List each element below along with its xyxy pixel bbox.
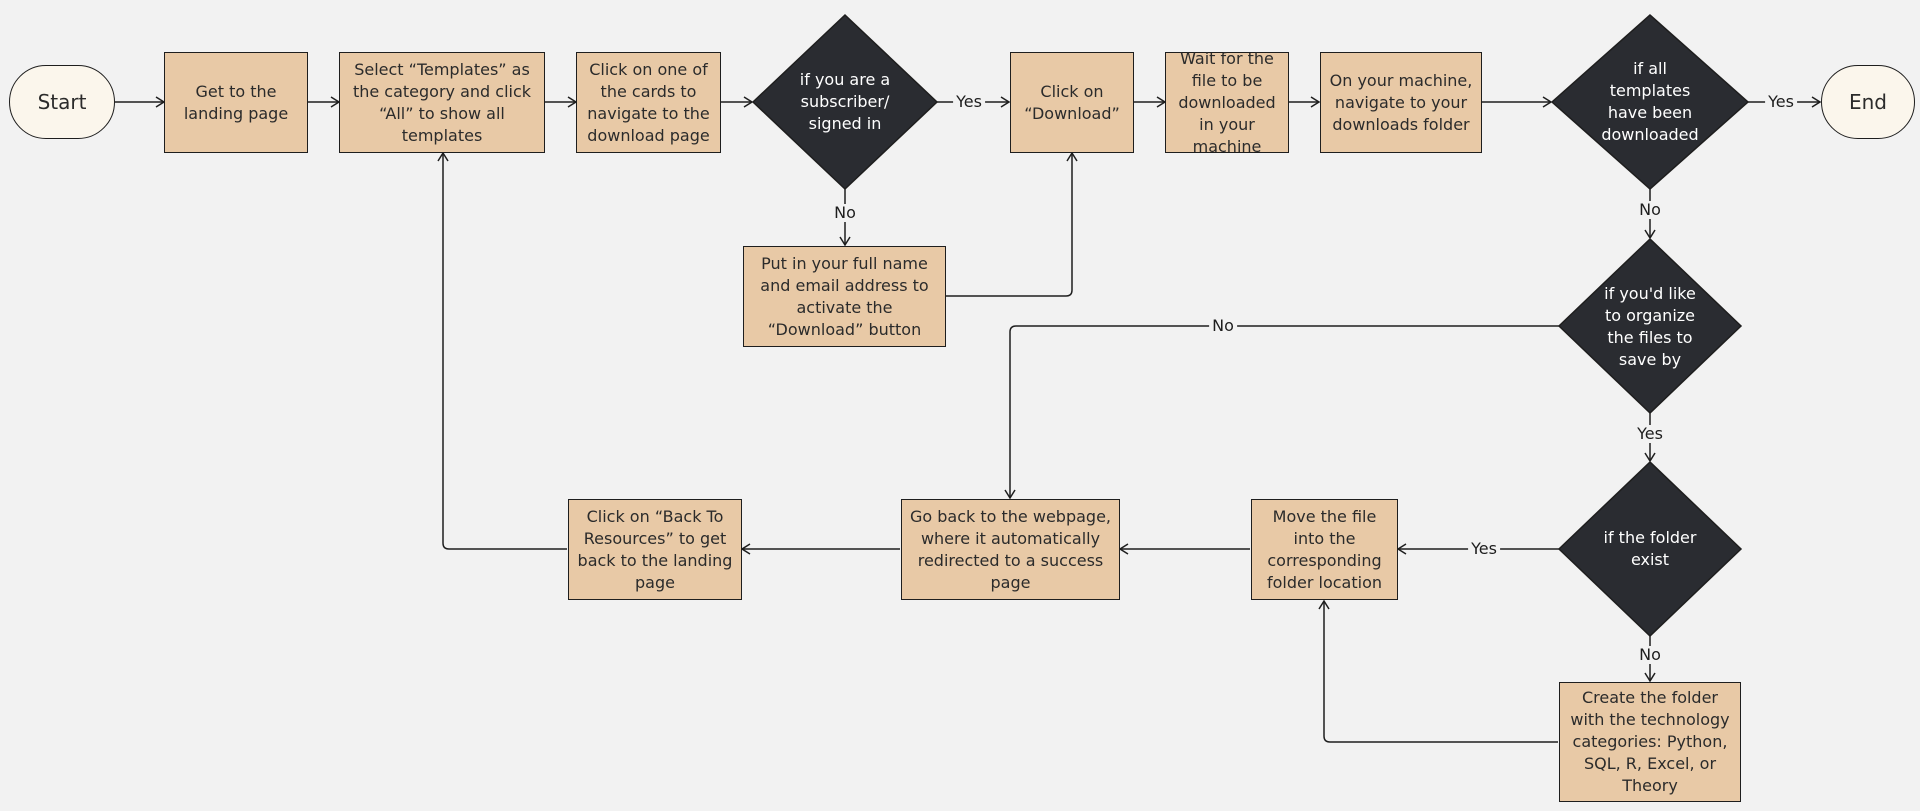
decision-all-downloaded-label: if all templates have been downloaded	[1601, 59, 1699, 144]
edge-label-folder-yes: Yes	[1468, 540, 1500, 558]
process-wait: Wait for the file to be downloaded in yo…	[1165, 49, 1289, 156]
decision-folder-exist-label: if the folder exist	[1603, 528, 1697, 569]
edge-label-organize-yes: Yes	[1634, 425, 1666, 443]
end-label: End	[1848, 90, 1887, 114]
edge-label-all-yes: Yes	[1765, 93, 1797, 111]
edge-label-all-no: No	[1636, 201, 1664, 219]
process-download: Click on “Download”	[1010, 52, 1134, 153]
edge-label-folder-no: No	[1636, 646, 1664, 664]
end-terminal: End	[1821, 65, 1915, 139]
process-go-back: Go back to the webpage, where it automat…	[901, 499, 1120, 600]
edge-create-move	[1318, 599, 1558, 743]
edge-organize-goback-no	[1004, 325, 1559, 500]
decision-subscriber-label: if you are a subscriber/ signed in	[799, 70, 891, 133]
start-label: Start	[37, 90, 87, 114]
process-move-file: Move the file into the corresponding fol…	[1251, 499, 1398, 600]
process-back-resources: Click on “Back To Resources” to get back…	[568, 499, 742, 600]
process-templates: Select “Templates” as the category and c…	[339, 52, 545, 153]
process-landing: Get to the landing page	[164, 52, 308, 153]
process-create-folder: Create the folder with the technology ca…	[1559, 682, 1741, 802]
edge-label-subscriber-yes: Yes	[953, 93, 985, 111]
start-terminal: Start	[9, 65, 115, 139]
edge-backresources-templates	[437, 151, 567, 550]
process-name-email: Put in your full name and email address …	[743, 246, 946, 347]
edge-label-organize-no: No	[1209, 317, 1237, 335]
process-navigate: On your machine, navigate to your downlo…	[1320, 52, 1482, 153]
edge-nameemail-download	[946, 151, 1078, 297]
process-cards: Click on one of the cards to navigate to…	[576, 52, 721, 153]
edge-label-subscriber-no: No	[831, 204, 859, 222]
decision-organize-label: if you'd like to organize the files to s…	[1604, 284, 1696, 369]
